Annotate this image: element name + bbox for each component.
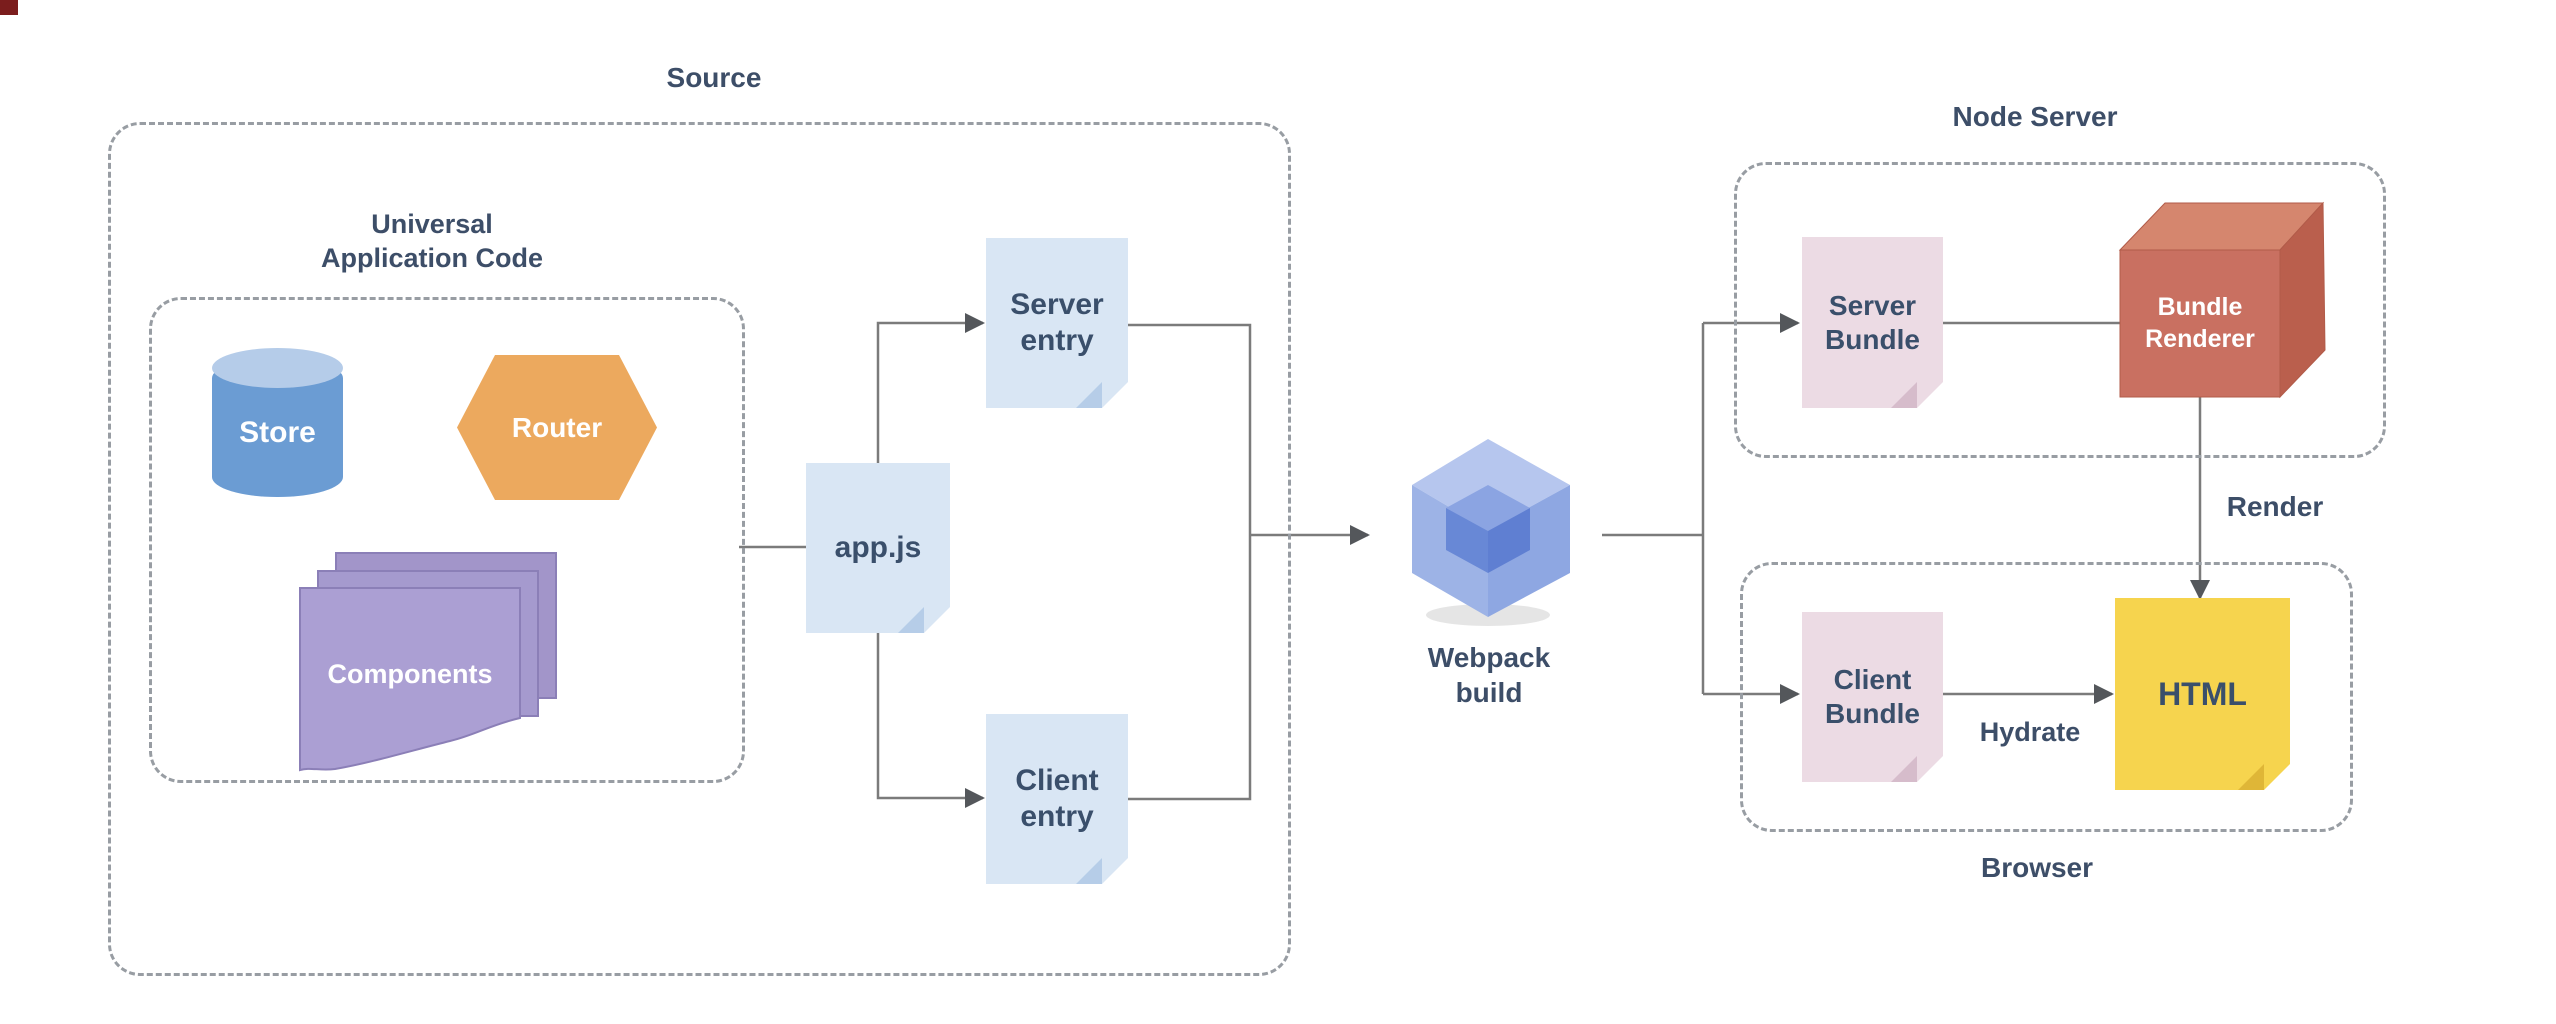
node-server-box [1734, 162, 2386, 458]
edge-entries-junction [1128, 323, 1252, 801]
client-bundle-doc: Client Bundle [1802, 612, 1943, 782]
appjs-doc: app.js [806, 463, 950, 633]
server-bundle-doc: Server Bundle [1802, 237, 1943, 408]
store-node-label: Store [239, 416, 316, 450]
hydrate-arrow-label: Hydrate [1979, 717, 2081, 747]
html-doc: HTML [2115, 598, 2290, 790]
bundle-renderer-cube [2118, 201, 2326, 399]
store-cylinder-top [212, 348, 343, 388]
webpack-build-label: Webpack build [1427, 642, 1551, 708]
router-node-label: Router [511, 412, 603, 443]
universal-app-code-label: Universal Application Code [321, 209, 543, 273]
components-node-label: Components [327, 659, 493, 690]
edge-appjs-serverentry [876, 313, 985, 463]
router-hexagon [457, 355, 657, 500]
bundle-renderer-label: Bundle Renderer [2145, 293, 2255, 353]
corner-artifact [0, 0, 18, 15]
client-entry-doc: Client entry [986, 714, 1128, 884]
browser-box [1740, 562, 2353, 832]
render-arrow-label: Render [2226, 491, 2324, 522]
edge-appjs-cliententry [876, 633, 985, 808]
browser-label: Browser [1980, 852, 2094, 883]
source-label: Source [666, 62, 762, 93]
edge-webpack-branch [1602, 323, 1705, 694]
source-box [108, 122, 1291, 976]
webpack-icon [1412, 439, 1570, 626]
components-stack [299, 552, 557, 772]
node-server-label: Node Server [1952, 101, 2118, 132]
server-entry-doc: Server entry [986, 238, 1128, 408]
universal-app-code-box [149, 297, 745, 783]
